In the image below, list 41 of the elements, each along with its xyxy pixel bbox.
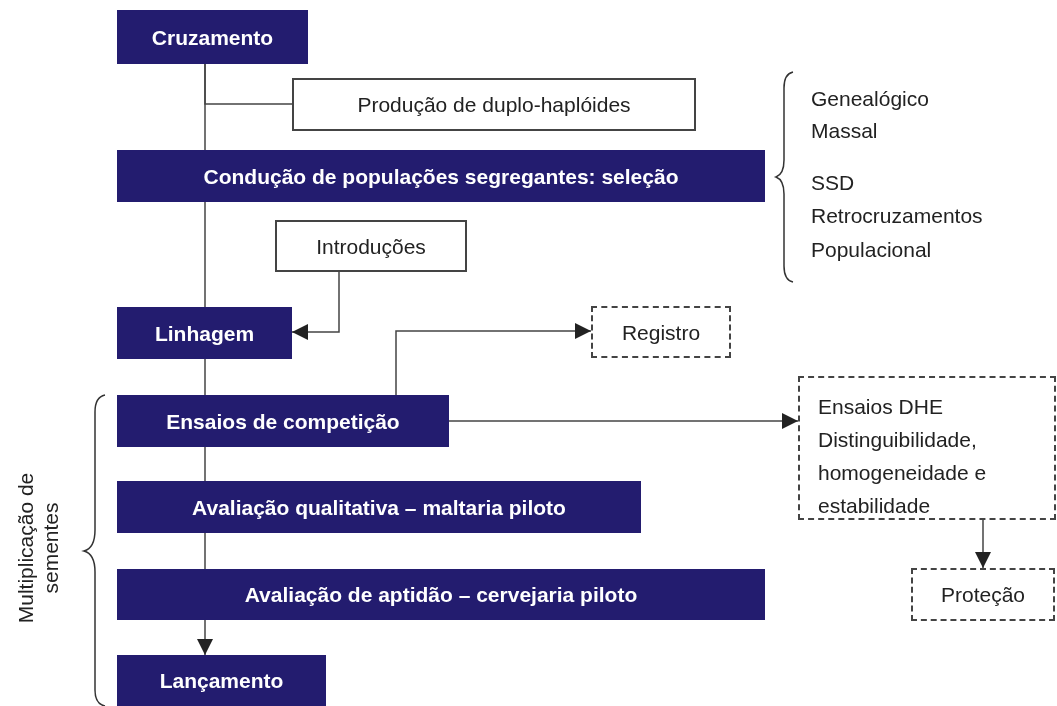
arrow (197, 619, 213, 656)
process-box (117, 569, 765, 620)
node-text: Condução de populações segregantes: seleção (203, 163, 679, 190)
connector-line (204, 201, 206, 308)
node-text: Ensaios de competição (166, 408, 400, 435)
node-text: Avaliação de aptidão – cervejaria piloto (244, 582, 638, 608)
note-box (798, 376, 1056, 520)
connector-line (204, 446, 206, 482)
node-text: Registro (621, 319, 701, 346)
arrow (975, 519, 991, 569)
note-box (292, 78, 696, 131)
node-text: Distinguibilidade, homogeneidade e estabilidade (818, 427, 988, 519)
process-box (117, 395, 449, 447)
process-box (117, 150, 765, 202)
arrow (448, 413, 799, 429)
process-box (117, 307, 292, 359)
note-box (911, 568, 1055, 621)
node-text: Produção de duplo-haplóides (357, 92, 631, 118)
node-text: Lançamento (159, 668, 284, 694)
note-box (275, 220, 467, 272)
arrow (291, 271, 340, 340)
method-label: SSD (811, 170, 855, 196)
process-box (117, 655, 326, 706)
connector-line (204, 532, 206, 570)
node-text: Cruzamento (151, 24, 274, 51)
note-box (591, 306, 731, 358)
node-text: Linhagem (154, 320, 255, 347)
method-label: Genealógico (811, 86, 929, 112)
node-text: Ensaios DHE (818, 394, 943, 420)
connector-line (204, 358, 206, 396)
node-text: Avaliação qualitativa – maltaria piloto (192, 494, 566, 521)
node-text: Proteção (940, 582, 1026, 608)
side-label: Multiplicação de sementes (13, 471, 63, 626)
method-label: Massal (811, 118, 878, 144)
process-box (117, 481, 641, 533)
node-text: Introduções (316, 233, 426, 260)
method-label: Retrocruzamentos (811, 203, 983, 229)
connector-line (204, 63, 293, 105)
method-label: Populacional (811, 237, 932, 263)
process-box (117, 10, 308, 64)
arrow (395, 323, 592, 396)
